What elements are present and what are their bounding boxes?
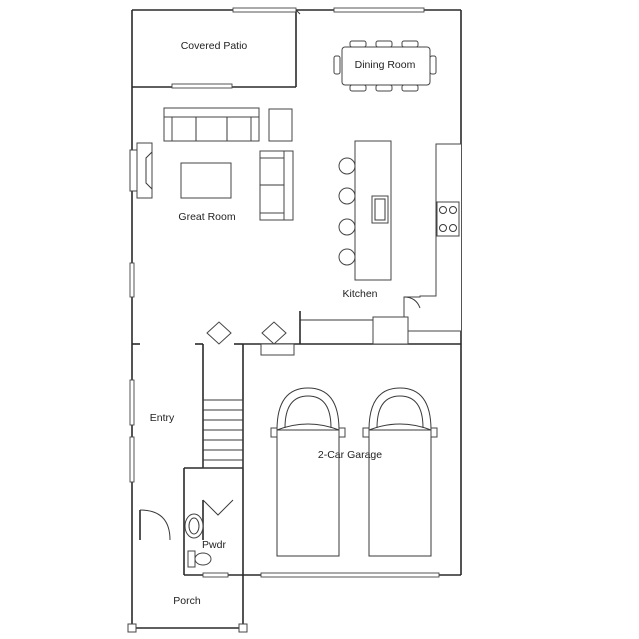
dining-chair: [401, 84, 419, 92]
pantry-door: [206, 321, 295, 356]
powder-window: [202, 572, 229, 578]
great-room-window: [129, 262, 135, 298]
dining-chair: [401, 40, 419, 48]
bar-stool: [338, 218, 356, 236]
kitchen-sink: [371, 195, 389, 224]
dining-chair: [429, 55, 437, 75]
porch-post: [127, 623, 137, 633]
entry-windows: [129, 379, 135, 483]
sofa: [163, 107, 260, 142]
bar-stool: [338, 248, 356, 266]
porch-post: [238, 623, 248, 633]
bar-stool: [338, 157, 356, 175]
dining-chair: [375, 84, 393, 92]
refrigerator: [372, 316, 409, 345]
loveseat: [259, 150, 294, 221]
patio-top-window: [232, 7, 297, 13]
coffee-table: [180, 162, 232, 199]
patio-window: [171, 83, 233, 89]
great-room-label: Great Room: [178, 211, 235, 223]
kitchen-label: Kitchen: [342, 288, 377, 300]
cooktop: [436, 201, 460, 237]
dining-chair: [349, 40, 367, 48]
garage-door: [260, 572, 440, 578]
front-door: [139, 509, 171, 541]
porch-label: Porch: [173, 595, 201, 607]
garage-car-right: [362, 387, 438, 557]
powder-sink: [184, 513, 204, 539]
garage-label: 2-Car Garage: [318, 449, 382, 461]
dining-chair: [349, 84, 367, 92]
covered-patio-walls: [132, 7, 425, 89]
dining-table: [333, 40, 437, 92]
garage-car-left: [270, 387, 346, 557]
fireplace: [129, 142, 153, 199]
toilet: [187, 550, 196, 568]
stairs: [202, 399, 244, 469]
end-table: [268, 108, 293, 142]
kitchen-island: [338, 140, 392, 281]
porch: [127, 623, 248, 633]
covered-patio-label: Covered Patio: [181, 40, 248, 52]
bar-stool: [338, 187, 356, 205]
powder-room-label: Pwdr: [202, 539, 226, 551]
powder-room-fixtures: [184, 499, 234, 578]
dining-window: [333, 7, 425, 13]
dining-chair: [375, 40, 393, 48]
entry-label: Entry: [150, 412, 175, 424]
dining-chair: [333, 55, 341, 75]
dining-room-label: Dining Room: [355, 59, 416, 71]
kitchen-counter: [300, 143, 461, 345]
